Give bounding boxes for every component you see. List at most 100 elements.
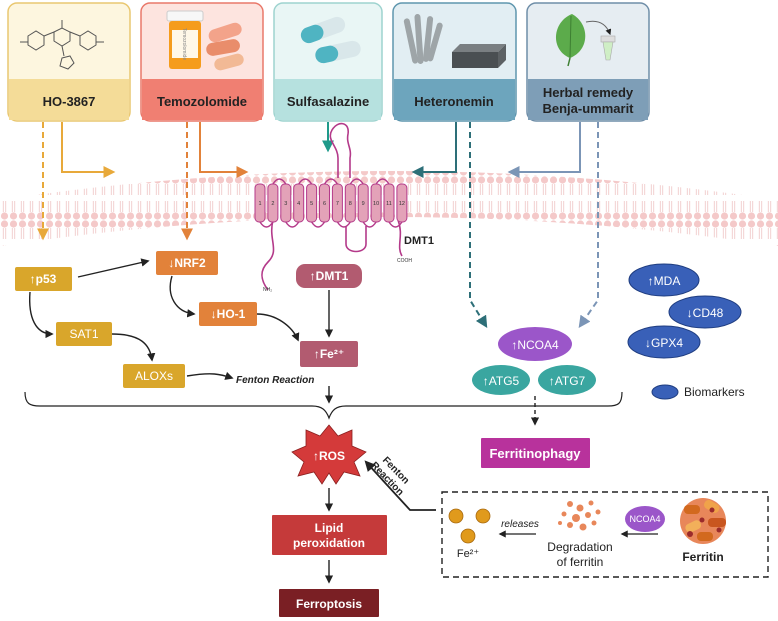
helix-loop [362,221,377,228]
transmembrane-helix [319,183,330,223]
ncoa4-small[interactable]: NCOA4 [625,506,665,532]
biomarker-cd48[interactable]: ↓CD48 [668,295,742,329]
ellipse-atg7[interactable]: ↑ATG7 [538,365,596,395]
drug-card-herbal-remedy[interactable]: Herbal remedy Benja-ummarit [526,2,650,122]
ellipse-ncoa4[interactable]: ↑NCOA4 [498,327,572,361]
helix-number: 9 [362,201,365,207]
pathway-arrows [29,258,334,404]
bottle-label: Temozolomide [181,28,187,60]
ferroptosis-label: Ferroptosis [296,597,362,611]
helix-number: 11 [386,201,392,207]
ferritin-complex-icon [680,498,726,544]
convergence-bracket [24,391,623,420]
cd48-label: ↓CD48 [687,306,724,320]
c-terminus-label: COOH [397,258,412,264]
mda-label: ↑MDA [648,274,681,288]
box-ho1[interactable]: ↓HO-1 [199,302,257,326]
box-ferritinophagy[interactable]: Ferritinophagy [481,438,590,468]
transmembrane-helix [306,183,318,223]
transmembrane-helix [370,183,382,223]
extract-arrow [585,20,612,36]
helix-loop [298,178,313,185]
box-lipid-peroxidation[interactable]: Lipid peroxidation [272,515,387,555]
fe-label: ↑Fe²⁺ [314,347,344,361]
n-terminus-label: NH₂ [263,287,272,293]
helix-number: 7 [336,201,339,207]
iron-ions-icon [448,508,491,544]
drug-label-ho3867: HO-3867 [43,94,96,109]
fe-ion-label: Fe²⁺ [457,548,480,560]
helix-number: 10 [373,201,379,207]
sponge-block-icon [452,44,506,68]
lipid-label-line2: peroxidation [293,536,365,550]
helix-number: 2 [271,201,274,207]
helix-loop [336,221,351,228]
nrf2-label: ↓NRF2 [168,256,206,270]
fenton-reaction-2-label: Fenton Reaction [368,455,411,498]
transmembrane-helix [293,183,305,223]
biomarkers-legend-label: Biomarkers [684,385,745,399]
lipid-label-line1: Lipid [315,521,344,535]
helix-number: 8 [349,201,352,207]
box-dmt1[interactable]: ↑DMT1 [296,264,362,288]
sponge-coral-icon [403,14,443,64]
atg5-label: ↑ATG5 [483,374,520,388]
pill-bottle-icon: Temozolomide [166,10,204,69]
helix-number: 4 [297,201,300,207]
drug-label-herbal-line2: Benja-ummarit [542,101,634,116]
helix-loop [259,221,274,228]
box-aloxs[interactable]: ALOXs [123,364,185,388]
releases-label: releases [501,519,539,530]
atg7-label: ↑ATG7 [549,374,586,388]
drug-card-sulfasalazine[interactable]: Sulfasalazine [273,2,383,122]
drug-card-ho3867[interactable]: HO-3867 [7,2,131,122]
box-nrf2[interactable]: ↓NRF2 [156,251,218,275]
biomarker-gpx4[interactable]: ↓GPX4 [627,325,701,359]
ros-label: ↑ROS [313,449,345,463]
ferritinophagy-label: Ferritinophagy [489,446,581,461]
box-sat1[interactable]: SAT1 [56,322,112,346]
transmembrane-helix [280,183,292,223]
sat1-label: SAT1 [69,327,98,341]
helix-number: 5 [310,201,313,207]
ros-burst[interactable]: ↑ROS [291,424,367,485]
transmembrane-helix [357,183,369,223]
capsules-icon [300,16,361,64]
helix-number: 3 [284,201,287,207]
fenton-reaction-label: Fenton Reaction [236,375,314,386]
ferritin-fragments-icon [558,500,601,531]
helix-loop [323,178,338,185]
drug-label-temozolomide: Temozolomide [157,94,247,109]
ellipse-atg5[interactable]: ↑ATG5 [472,365,530,395]
biomarker-mda[interactable]: ↑MDA [628,263,700,297]
fenton-to-ros-arrow [364,460,436,511]
dmt1-box-label: ↑DMT1 [310,269,349,283]
drug-card-heteronemin[interactable]: Heteronemin [392,2,517,122]
box-p53[interactable]: ↑p53 [15,267,72,291]
helix-loop [349,178,364,185]
helix-number: 12 [399,201,405,207]
transmembrane-helix [331,183,343,223]
drug-card-temozolomide[interactable]: Temozolomide Temozolomide [140,2,264,122]
helix-loop [285,221,300,228]
p53-label: ↑p53 [30,272,57,286]
helix-loop [311,221,326,228]
transmembrane-helix [344,183,356,223]
helix-loop [388,221,403,228]
transmembrane-helix [267,183,279,223]
drug-label-heteronemin: Heteronemin [414,94,494,109]
helix-loop [375,178,390,185]
ncoa4-label: ↑NCOA4 [511,338,559,352]
box-ferroptosis[interactable]: Ferroptosis [279,589,379,617]
biomarkers-legend: Biomarkers [651,384,745,400]
box-fe[interactable]: ↑Fe²⁺ [300,341,358,367]
degradation-label-line2: of ferritin [557,555,604,569]
leaf-icon [555,14,586,67]
drug-arrows [37,122,599,329]
capsules-icon [206,22,244,71]
helix-loop [272,178,287,185]
helix-number: 1 [258,201,261,207]
